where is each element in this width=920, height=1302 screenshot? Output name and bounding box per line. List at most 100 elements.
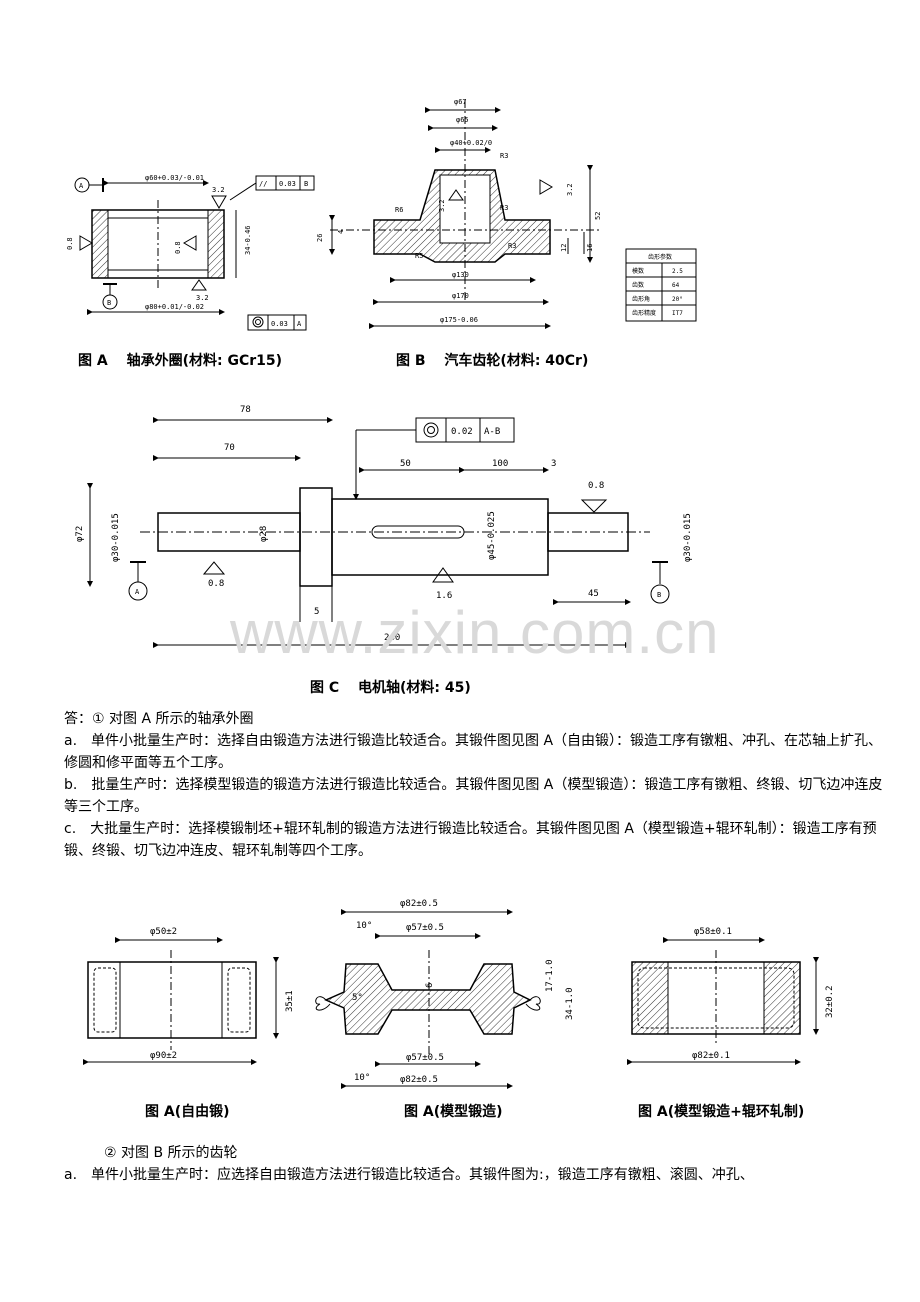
dim-45: 45 — [588, 589, 599, 599]
dim-h4: 4 — [337, 230, 345, 234]
caption-forging-die: 图 A(模型锻造) — [404, 1103, 503, 1120]
dim-50: 50 — [400, 459, 411, 469]
answer-a: a. 单件小批量生产时：选择自由锻造方法进行锻造比较适合。其锻件图见图 A（自由… — [64, 733, 883, 771]
figure-a-bearing-ring: φ60+0.03/-0.01 φ80+0.01/-0.02 34-0.46 A … — [66, 174, 315, 369]
caption-figure-b: 图 B 汽车齿轮(材料: 40Cr) — [396, 352, 588, 369]
f2-angle-2: 5° — [352, 993, 363, 1003]
parallel-ref: B — [304, 180, 308, 188]
f2-dim-top2: φ57±0.5 — [406, 923, 444, 933]
label-r6: R6 — [395, 206, 403, 214]
figure-b-gear: φ67 φ65 φ40+0.02/0 R3 R3 R3 R6 R5 3.2 3.… — [316, 98, 697, 369]
label-r3b: R3 — [500, 204, 508, 212]
table-row-2-val: 64 — [672, 282, 680, 289]
f2-dim-mid: 6 — [425, 983, 435, 988]
figure-c-motor-shaft: 78 70 50 100 3 0.02 A-B φ72 φ30-0.015 φ2… — [75, 405, 693, 696]
dim-3: 3 — [551, 459, 556, 469]
answer-section-2: ② 对图 B 所示的齿轮 a. 单件小批量生产时：应选择自由锻造方法进行锻造比较… — [64, 1142, 894, 1186]
coax-value: 0.03 — [271, 320, 288, 328]
caption-figure-a: 图 A 轴承外圈(材料: GCr15) — [78, 352, 282, 369]
rough-1: 3.2 — [212, 186, 225, 194]
table-row-1-key: 模数 — [632, 267, 644, 275]
dim-d170: φ170 — [452, 292, 469, 300]
rough-32a: 3.2 — [438, 199, 446, 212]
table-row-2-key: 齿数 — [632, 281, 644, 289]
dim-d67: φ67 — [454, 98, 467, 106]
forging-die-rolled: φ58±0.1 φ82±0.1 32±0.2 图 A(模型锻造+辊环轧制) — [627, 927, 835, 1120]
f3-dim-bottom: φ82±0.1 — [692, 1051, 730, 1061]
dim-phi72: φ72 — [75, 526, 85, 542]
parallel-symbol: // — [259, 180, 267, 188]
parallel-value: 0.03 — [279, 180, 296, 188]
rough-08a: 0.8 — [588, 481, 604, 491]
dim-70: 70 — [224, 443, 235, 453]
tol-value: 0.02 — [451, 427, 473, 437]
dim-phi45: φ45-0.025 — [487, 511, 497, 560]
f2-dim-side2: 34-1.0 — [565, 987, 575, 1020]
dim-240: 240 — [384, 633, 400, 643]
label-r3a: R3 — [500, 152, 508, 160]
rough-4: 0.8 — [174, 241, 182, 254]
dim-h26: 26 — [316, 234, 324, 242]
caption-figure-c: 图 C 电机轴(材料: 45) — [310, 679, 471, 696]
dim-100: 100 — [492, 459, 508, 469]
f2-dim-side1: 17-1.0 — [545, 959, 555, 992]
dim-bottom: φ80+0.01/-0.02 — [145, 303, 204, 311]
dim-top: φ60+0.03/-0.01 — [145, 174, 204, 182]
dim-right: 34-0.46 — [244, 225, 252, 255]
dim-h16: 16 — [586, 244, 594, 252]
label-r3c: R3 — [508, 242, 516, 250]
dim-d130: φ130 — [452, 271, 469, 279]
datum-b-label: B — [107, 299, 111, 307]
f2-angle-3: 10° — [354, 1073, 370, 1083]
answer-intro: 答：① 对图 A 所示的轴承外圈 — [64, 711, 254, 727]
gear-parameter-table: 齿形参数 模数 2.5 齿数 64 齿形角 20° 齿形精度 IT7 — [625, 248, 697, 322]
caption-forging-die-rolled: 图 A(模型锻造+辊环轧制) — [638, 1103, 804, 1120]
dim-h12: 12 — [560, 244, 568, 252]
table-row-3-key: 齿形角 — [632, 295, 650, 303]
rough-2: 3.2 — [196, 294, 209, 302]
answer-section-1: 答：① 对图 A 所示的轴承外圈 a. 单件小批量生产时：选择自由锻造方法进行锻… — [64, 708, 894, 862]
rough-08b: 0.8 — [208, 579, 224, 589]
datum-b-label: B — [657, 591, 661, 599]
f2-dim-bot1: φ57±0.5 — [406, 1053, 444, 1063]
f2-dim-bot2: φ82±0.5 — [400, 1075, 438, 1085]
caption-forging-free: 图 A(自由锻) — [145, 1103, 230, 1120]
table-row-4-val: IT7 — [672, 310, 683, 317]
dim-d65: φ65 — [456, 116, 469, 124]
dim-78: 78 — [240, 405, 251, 415]
datum-a-label: A — [79, 182, 84, 190]
f2-dim-top1: φ82±0.5 — [400, 899, 438, 909]
forging-free: φ50±2 φ90±2 35±1 图 A(自由锻) — [83, 927, 295, 1120]
f1-dim-side: 35±1 — [285, 990, 295, 1012]
dim-h52: 52 — [594, 212, 602, 220]
dim-5: 5 — [314, 607, 319, 617]
answer-b: b. 批量生产时：选择模型锻造的锻造方法进行锻造比较适合。其锻件图见图 A（模型… — [64, 777, 883, 815]
watermark: www.zixin.com.cn — [230, 599, 720, 666]
rough-3: 0.8 — [66, 237, 74, 250]
f3-dim-top: φ58±0.1 — [694, 927, 732, 937]
label-r5: R5 — [415, 252, 423, 260]
f1-dim-top: φ50±2 — [150, 927, 177, 937]
rough-32b: 3.2 — [566, 183, 574, 196]
datum-a-label: A — [135, 588, 140, 596]
dim-d40: φ40+0.02/0 — [450, 139, 492, 147]
coax-ref: A — [297, 320, 302, 328]
answer-c: c. 大批量生产时：选择模锻制坯+辊环轧制的锻造方法进行锻造比较适合。其锻件图见… — [64, 821, 877, 859]
table-row-4-key: 齿形精度 — [632, 309, 656, 317]
table-title: 齿形参数 — [648, 253, 672, 261]
forging-die: φ82±0.5 φ57±0.5 10° 5° 6 φ57±0.5 φ82±0.5… — [315, 899, 575, 1120]
answer2-a: a. 单件小批量生产时：应选择自由锻造方法进行锻造比较适合。其锻件图为:，锻造工… — [64, 1167, 754, 1183]
dim-phi28: φ28 — [259, 526, 269, 542]
f1-dim-bottom: φ90±2 — [150, 1051, 177, 1061]
table-row-3-val: 20° — [672, 296, 683, 303]
rough-16: 1.6 — [436, 591, 452, 601]
dim-d175: φ175-0.06 — [440, 316, 478, 324]
tol-ref: A-B — [484, 427, 500, 437]
answer2-intro: ② 对图 B 所示的齿轮 — [104, 1145, 238, 1161]
dim-phi30a: φ30-0.015 — [111, 513, 121, 562]
f2-angle-1: 10° — [356, 921, 372, 931]
dim-phi30b: φ30-0.015 — [683, 513, 693, 562]
f3-dim-side: 32±0.2 — [825, 985, 835, 1018]
table-row-1-val: 2.5 — [672, 268, 683, 275]
